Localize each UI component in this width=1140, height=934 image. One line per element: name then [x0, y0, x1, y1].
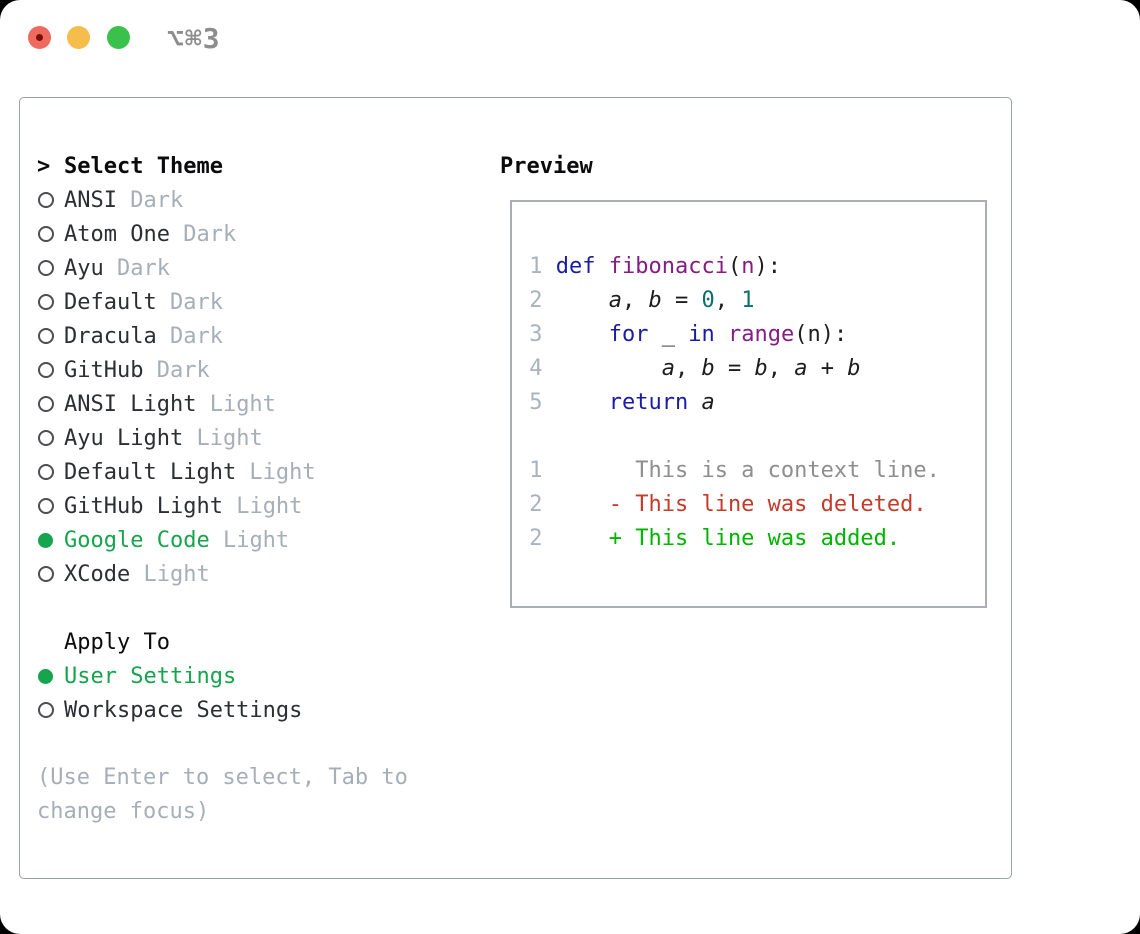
theme-item-ayu-light[interactable]: Ayu Light Light [37, 421, 408, 455]
radio-icon [38, 260, 54, 276]
theme-item-label: Google Code [64, 527, 210, 553]
theme-item-label: Dracula [64, 323, 157, 349]
radio-icon [38, 396, 54, 412]
theme-item-default[interactable]: Default Dark [37, 285, 408, 319]
select-theme-title: Select Theme [64, 153, 223, 179]
theme-item-dracula[interactable]: Dracula Dark [37, 319, 408, 353]
help-text-line-2: change focus) [37, 799, 210, 824]
radio-icon [38, 566, 54, 582]
variant-tag: Light [236, 459, 316, 485]
theme-item-ayu[interactable]: Ayu Dark [37, 251, 408, 285]
theme-item-ansi[interactable]: ANSI Dark [37, 183, 408, 217]
code-line: 2 a, b = 0, 1 [516, 288, 755, 313]
variant-tag: Dark [103, 255, 170, 281]
apply-item-user-settings[interactable]: User Settings [37, 659, 408, 693]
code-preview: 1 def fibonacci(n): 2 a, b = 0, 1 3 for … [512, 202, 985, 556]
variant-tag: Dark [169, 221, 237, 247]
variant-tag: Light [222, 493, 303, 519]
radio-icon [38, 498, 54, 514]
theme-item-atom-one[interactable]: Atom One Dark [37, 217, 408, 251]
close-button[interactable] [28, 26, 51, 49]
variant-tag: Dark [156, 289, 223, 315]
theme-item-label: Default Light [64, 459, 237, 485]
radio-icon [38, 328, 54, 344]
code-line [516, 420, 985, 454]
variant-tag: Light [209, 527, 290, 553]
theme-item-label: Atom One [64, 221, 170, 247]
preview-box: 1 def fibonacci(n): 2 a, b = 0, 1 3 for … [510, 200, 987, 608]
theme-item-github[interactable]: GitHub Dark [37, 353, 408, 387]
select-theme-header: > Select Theme [37, 149, 408, 183]
radio-icon [38, 226, 54, 242]
window-titlebar: ⌥⌘3 [0, 0, 1140, 97]
code-line: 1 This is a context line. [516, 458, 940, 483]
radio-selected-icon [38, 668, 53, 684]
theme-item-label: GitHub Light [64, 493, 223, 519]
radio-icon [38, 362, 54, 378]
apply-to-header: Apply To [37, 625, 408, 659]
radio-icon [38, 294, 54, 310]
zoom-button[interactable] [107, 26, 130, 49]
theme-item-default-light[interactable]: Default Light Light [37, 455, 408, 489]
variant-tag: Dark [143, 357, 210, 383]
radio-icon [38, 464, 54, 480]
code-line: 2 - This line was deleted. [516, 492, 927, 517]
code-line: 1 def fibonacci(n): [516, 254, 781, 279]
theme-item-label: Default [64, 289, 157, 315]
radio-icon [38, 702, 54, 718]
spacer [37, 727, 408, 761]
variant-tag: Dark [156, 323, 223, 349]
variant-tag: Dark [116, 187, 184, 213]
theme-item-google-code[interactable]: Google Code Light [37, 523, 408, 557]
theme-item-label: Ayu [64, 255, 104, 281]
code-line: 2 + This line was added. [516, 526, 901, 551]
code-line: 4 a, b = b, a + b [516, 356, 861, 381]
minimize-button[interactable] [67, 26, 90, 49]
code-line: 3 for _ in range(n): [516, 322, 848, 347]
variant-tag: Light [196, 391, 276, 417]
radio-selected-icon [38, 532, 53, 548]
apply-item-label: Workspace Settings [64, 697, 303, 723]
spacer [37, 591, 408, 625]
radio-icon [38, 430, 54, 446]
theme-item-label: ANSI [64, 187, 117, 213]
theme-item-ansi-light[interactable]: ANSI Light Light [37, 387, 408, 421]
apply-to-title: Apply To [64, 629, 170, 655]
prompt-caret-icon: > [37, 153, 51, 179]
code-line: 5 return a [516, 390, 715, 415]
theme-item-label: Ayu Light [64, 425, 184, 451]
theme-item-xcode[interactable]: XCode Light [37, 557, 408, 591]
apply-item-workspace-settings[interactable]: Workspace Settings [37, 693, 408, 727]
theme-item-label: XCode [64, 561, 131, 587]
variant-tag: Light [183, 425, 263, 451]
apply-item-label: User Settings [64, 663, 237, 689]
preview-title: Preview [500, 153, 593, 179]
theme-item-github-light[interactable]: GitHub Light Light [37, 489, 408, 523]
preview-column: Preview 1 def fibonacci(n): 2 a, b = 0, … [500, 149, 987, 608]
radio-icon [38, 192, 54, 208]
theme-item-label: GitHub [64, 357, 144, 383]
preview-header: Preview [500, 149, 987, 183]
variant-tag: Light [130, 561, 210, 587]
window-title: ⌥⌘3 [167, 22, 221, 55]
theme-item-label: ANSI Light [64, 391, 197, 417]
help-text-line-1: (Use Enter to select, Tab to [37, 765, 408, 790]
